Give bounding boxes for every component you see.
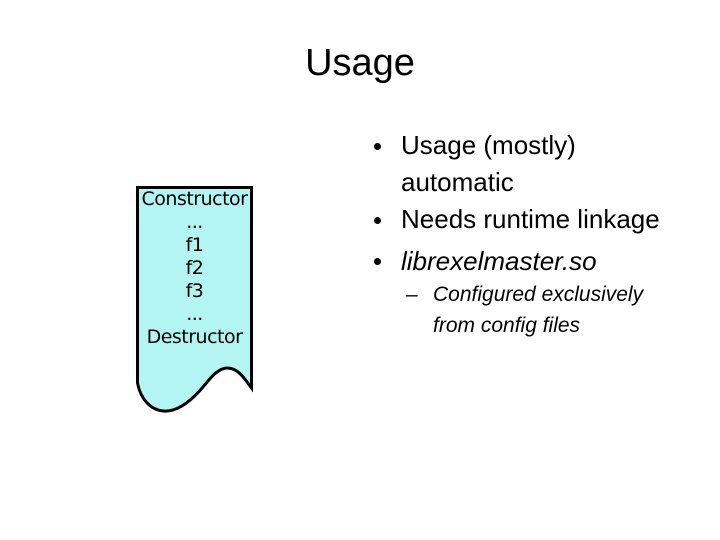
bookmark-ellipsis: ... bbox=[186, 211, 203, 233]
bookmark-graphic bbox=[136, 186, 253, 413]
bookmark-label: f1 bbox=[185, 234, 204, 256]
bookmark-shape bbox=[136, 186, 253, 413]
bullet-icon bbox=[374, 143, 381, 150]
sub-bullet-text: Configured exclusively bbox=[433, 283, 644, 306]
bookmark-label: Destructor bbox=[146, 326, 243, 348]
slide-title: Usage bbox=[305, 42, 415, 84]
sub-bullet-text: from config files bbox=[433, 314, 581, 337]
bookmark-label: f3 bbox=[185, 280, 204, 302]
sub-bullet-dash-icon: – bbox=[406, 283, 418, 306]
bullet-text: Needs runtime linkage bbox=[401, 204, 660, 234]
bullet-icon bbox=[374, 258, 381, 265]
bookmark-label: f2 bbox=[185, 257, 204, 279]
bullet-icon bbox=[374, 217, 381, 224]
bullet-text: librexelmaster.so bbox=[401, 246, 597, 276]
bullet-text: automatic bbox=[401, 167, 514, 197]
bullet-text: Usage (mostly) bbox=[401, 130, 576, 160]
bookmark-label-stack: Constructor ... f1 f2 f3 ... Destructor bbox=[136, 188, 253, 349]
bookmark-ellipsis: ... bbox=[186, 303, 203, 325]
bookmark-label: Constructor bbox=[141, 188, 248, 210]
